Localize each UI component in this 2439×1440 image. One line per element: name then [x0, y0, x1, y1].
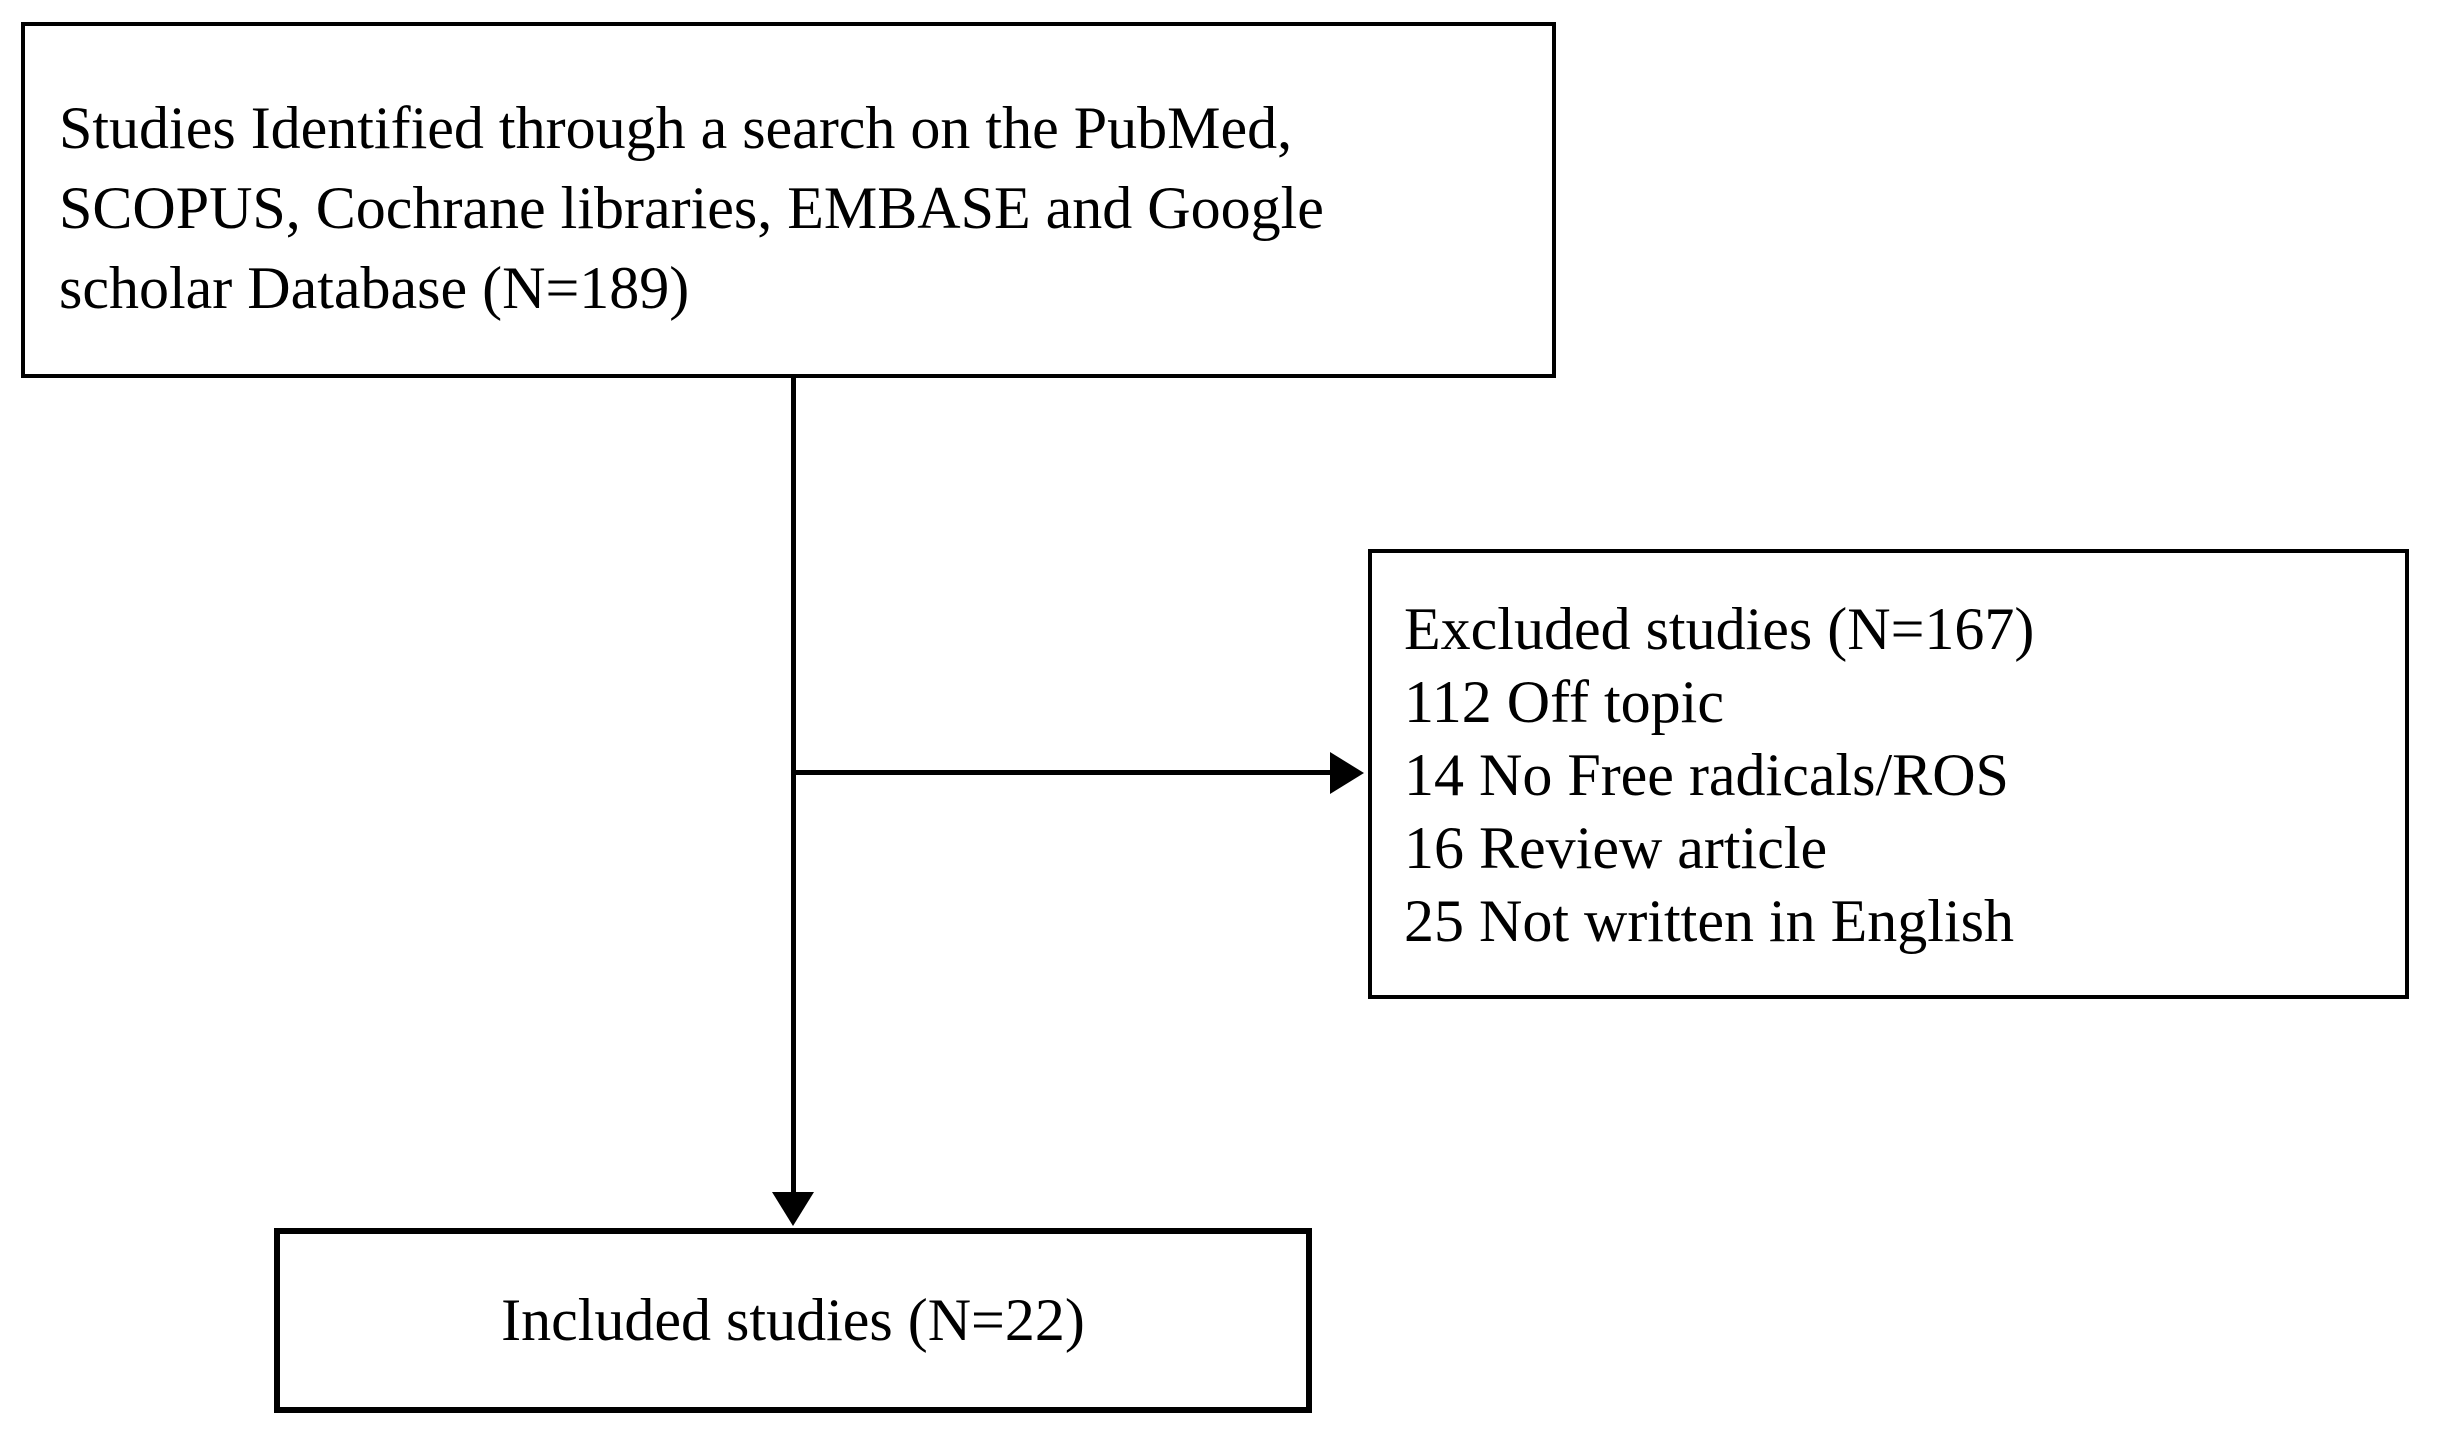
excluded-reason-off-topic: 112 Off topic — [1404, 669, 1724, 735]
excluded-title-line: Excluded studies (N=167) — [1404, 596, 2035, 662]
identified-text-line-3: scholar Database (N=189) — [59, 255, 690, 321]
connector-horizontal-line — [793, 770, 1330, 775]
node-included-studies: Included studies (N=22) — [274, 1228, 1312, 1413]
identified-text-line-2: SCOPUS, Cochrane libraries, EMBASE and G… — [59, 175, 1324, 241]
included-text-line: Included studies (N=22) — [501, 1287, 1085, 1353]
excluded-reason-no-free-radicals: 14 No Free radicals/ROS — [1404, 742, 2009, 808]
excluded-reason-not-english: 25 Not written in English — [1404, 888, 2014, 954]
arrowhead-right-icon — [1330, 752, 1364, 794]
node-excluded-studies: Excluded studies (N=167) 112 Off topic 1… — [1368, 549, 2409, 999]
identified-text-line-1: Studies Identified through a search on t… — [59, 95, 1293, 161]
excluded-reason-review-article: 16 Review article — [1404, 815, 1828, 881]
connector-vertical-line — [791, 378, 796, 1196]
node-studies-identified: Studies Identified through a search on t… — [21, 22, 1556, 378]
arrowhead-down-icon — [772, 1192, 814, 1226]
